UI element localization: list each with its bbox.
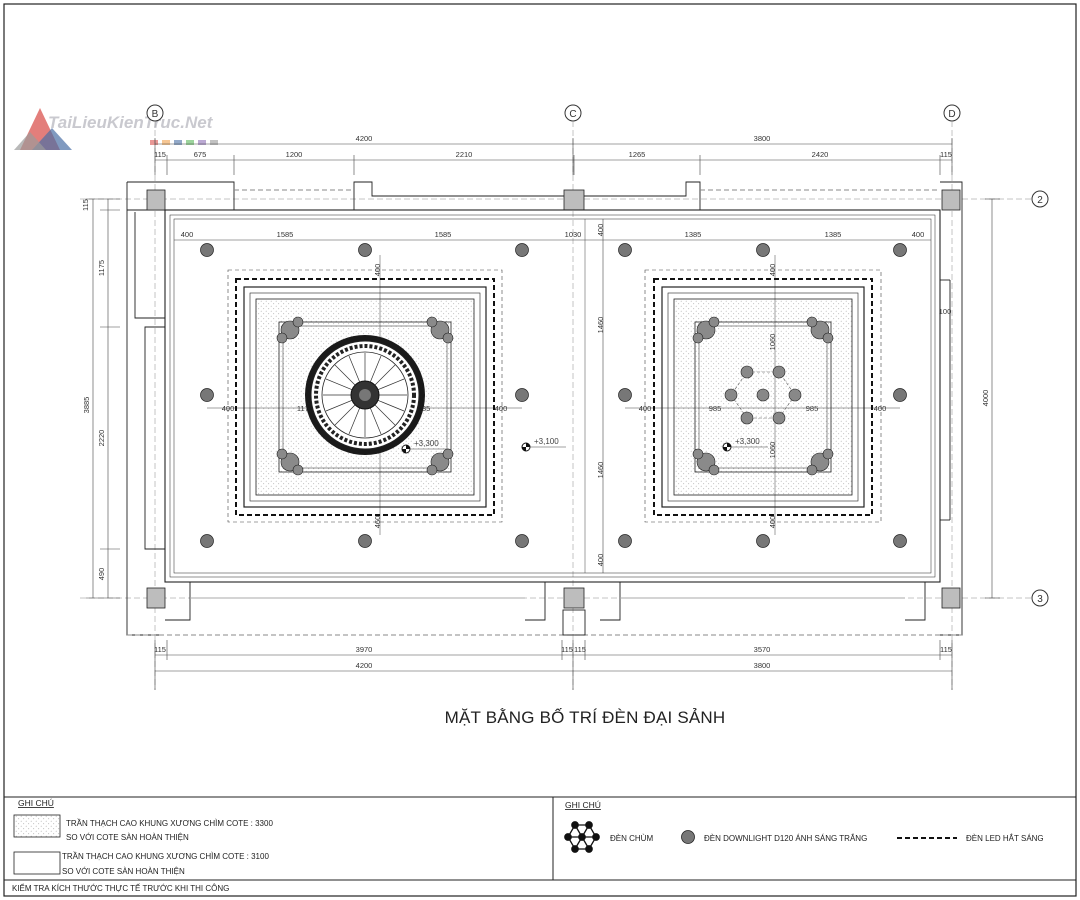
dim-top-detail-4: 2210 xyxy=(456,150,473,159)
watermark-logo: TaiLieuKienTruc.Net xyxy=(14,108,218,150)
dim-inner-top-3: 1585 xyxy=(435,230,452,239)
dim-vmid-1: 400 xyxy=(596,224,605,237)
dim-inner-top-2: 1585 xyxy=(277,230,294,239)
dim-top-detail-2: 675 xyxy=(194,150,207,159)
dim-bottom-detail-1: 115 xyxy=(154,645,166,654)
dim-mid-right-1: 400 xyxy=(639,404,652,413)
dim-left-1: 115 xyxy=(81,199,90,211)
legend-item1-line2: SO VỚI COTE SÀN HOÀN THIỆN xyxy=(66,833,189,842)
svg-text:D: D xyxy=(948,109,955,120)
legend-right-heading: GHI CHÚ xyxy=(565,800,601,810)
dimension-right xyxy=(985,198,1000,599)
ceiling-medallion xyxy=(305,335,425,455)
downlight-legend-icon xyxy=(681,830,695,844)
drawing-title: MẶT BẰNG BỐ TRÍ ĐÈN ĐẠI SẢNH xyxy=(445,707,726,727)
dim-top-detail-1: 115 xyxy=(154,150,166,159)
legend-downlight-label: ĐÈN DOWNLIGHT D120 ÁNH SÁNG TRẮNG xyxy=(704,834,867,843)
grid-axis-b: B xyxy=(146,104,164,690)
legend-swatch-3300 xyxy=(13,814,61,838)
dim-bottom-detail-6: 115 xyxy=(940,645,952,654)
wall-structure xyxy=(126,181,963,636)
dim-vleft-2: 460 xyxy=(373,516,382,529)
dim-inner-top-1: 400 xyxy=(181,230,194,239)
svg-text:+3,300: +3,300 xyxy=(735,437,760,446)
dim-top-detail-5: 1265 xyxy=(629,150,646,159)
svg-text:3: 3 xyxy=(1037,594,1043,605)
svg-text:B: B xyxy=(152,109,159,120)
dim-top-detail-6: 2420 xyxy=(812,150,829,159)
dim-mid-left-4: 400 xyxy=(495,404,508,413)
dim-left-3: 3885 xyxy=(82,397,91,414)
dim-left-4: 2220 xyxy=(97,430,106,447)
dim-left-2: 1175 xyxy=(97,260,106,276)
grid-axis-2: 2 xyxy=(80,190,1049,208)
level-marker-right: +3,300 xyxy=(722,437,768,452)
dimension-left xyxy=(86,198,120,599)
dim-bottom-detail-4: 115 xyxy=(574,645,586,654)
chandelier-legend-icon xyxy=(564,821,600,853)
dim-top-detail-7: 115 xyxy=(940,150,952,159)
dim-vmid-4: 400 xyxy=(596,554,605,567)
svg-text:+3,100: +3,100 xyxy=(534,437,559,446)
dim-mid-right-4: 400 xyxy=(874,404,887,413)
dimension-bottom xyxy=(154,640,953,690)
level-marker-center: +3,100 xyxy=(521,437,566,452)
legend-item1-line1: TRẦN THẠCH CAO KHUNG XƯƠNG CHÌM COTE : 3… xyxy=(66,818,273,828)
legend-swatch-3100 xyxy=(13,851,61,875)
svg-text:2: 2 xyxy=(1037,195,1043,206)
watermark-text: TaiLieuKienTruc.Net xyxy=(48,113,214,132)
grid-axis-c: C xyxy=(564,104,582,690)
dim-right-inner: 100 xyxy=(939,307,952,316)
legend-chandelier-label: ĐÈN CHÙM xyxy=(610,834,653,843)
legend-left-heading: GHI CHÚ xyxy=(18,798,54,808)
ceiling-recess-left xyxy=(227,269,503,523)
structural-columns xyxy=(146,189,961,609)
dimension-top xyxy=(154,138,953,175)
grid-axis-d: D xyxy=(943,104,961,690)
dim-top-overall-2: 3800 xyxy=(754,134,771,143)
legend-item2-line1: TRẦN THẠCH CAO KHUNG XƯƠNG CHÌM COTE : 3… xyxy=(62,851,269,861)
ceiling-perimeter xyxy=(164,209,941,583)
svg-text:+3,300: +3,300 xyxy=(414,439,439,448)
sheet-border xyxy=(3,3,1077,897)
dim-right-overall: 4000 xyxy=(981,390,990,407)
dim-inner-top-7: 400 xyxy=(912,230,925,239)
dim-bottom-overall-2: 3800 xyxy=(754,661,771,670)
legend-led-label: ĐÈN LED HẮT SÁNG xyxy=(966,834,1044,843)
dim-vmid-2: 1460 xyxy=(596,317,605,334)
dim-bottom-detail-5: 3570 xyxy=(754,645,771,654)
legend-item2-line2: SO VỚI COTE SÀN HOÀN THIỆN xyxy=(62,867,185,876)
footer-note: KIỂM TRA KÍCH THƯỚC THỰC TẾ TRƯỚC KHI TH… xyxy=(12,883,229,893)
dim-inner-top-6: 1385 xyxy=(825,230,842,239)
dim-vmid-3: 1460 xyxy=(596,462,605,479)
chandelier-cluster xyxy=(724,365,802,425)
dim-bottom-detail-2: 3970 xyxy=(356,645,373,654)
dim-top-detail-3: 1200 xyxy=(286,150,303,159)
dim-bottom-overall-1: 4200 xyxy=(356,661,373,670)
downlights xyxy=(200,243,907,548)
level-marker-left: +3,300 xyxy=(401,439,448,454)
dim-inner-top-4: 1030 xyxy=(565,230,582,239)
dim-top-overall-1: 4200 xyxy=(356,134,373,143)
svg-text:C: C xyxy=(569,109,576,120)
legend-box xyxy=(4,796,1076,881)
dim-bottom-detail-3: 115 xyxy=(561,645,573,654)
dim-left-5: 490 xyxy=(97,568,106,581)
dim-inner-top-5: 1385 xyxy=(685,230,702,239)
